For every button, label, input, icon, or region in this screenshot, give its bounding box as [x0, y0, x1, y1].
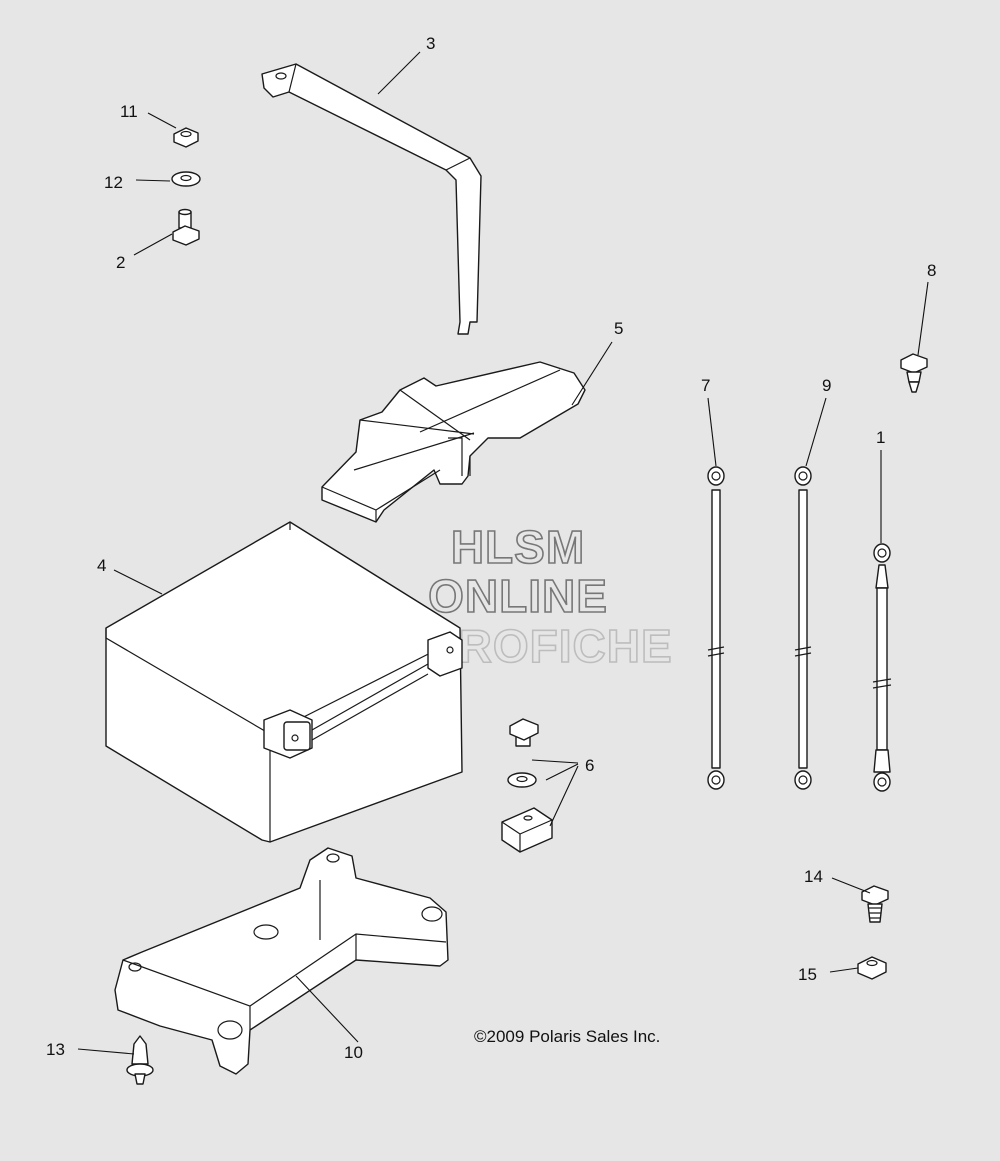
callout-2: 2: [116, 253, 125, 272]
nut-icon: [857, 956, 887, 980]
battery-cover-icon: [321, 361, 586, 523]
nut-icon: [501, 807, 553, 853]
copyright-text: ©2009 Polaris Sales Inc.: [474, 1027, 660, 1046]
callout-6: 6: [585, 756, 594, 775]
battery-tray-icon: [114, 847, 449, 1075]
callout-4: 4: [97, 556, 106, 575]
callout-1: 1: [876, 428, 885, 447]
bolt-icon: [900, 353, 928, 393]
cable-icon: [707, 466, 725, 790]
callout-5: 5: [614, 319, 623, 338]
watermark-line2: ONLINE: [428, 570, 608, 622]
push-rivet-icon: [126, 1035, 154, 1085]
bolt-icon: [509, 718, 539, 747]
bolt-icon: [861, 885, 889, 923]
bracket-icon: [261, 63, 482, 335]
washer-icon: [171, 171, 201, 187]
callout-11: 11: [120, 102, 138, 121]
watermark-line1: HLSM: [451, 521, 585, 573]
bolt-icon: [172, 208, 200, 246]
callout-9: 9: [822, 376, 831, 395]
cable-icon: [794, 466, 812, 790]
battery-icon: [105, 521, 463, 843]
callouts: 3 11 12 2 8 5 7 9 1 4 6 14 15 10 13: [46, 34, 936, 1062]
callout-13: 13: [46, 1040, 65, 1059]
callout-7: 7: [701, 376, 710, 395]
callout-12: 12: [104, 173, 123, 192]
callout-3: 3: [426, 34, 435, 53]
leader-lines: [77, 51, 929, 1055]
callout-10: 10: [344, 1043, 363, 1062]
cable-icon: [872, 543, 892, 792]
washer-icon: [507, 772, 537, 788]
callout-14: 14: [804, 867, 823, 886]
callout-15: 15: [798, 965, 817, 984]
nut-icon: [173, 127, 199, 148]
callout-8: 8: [927, 261, 936, 280]
